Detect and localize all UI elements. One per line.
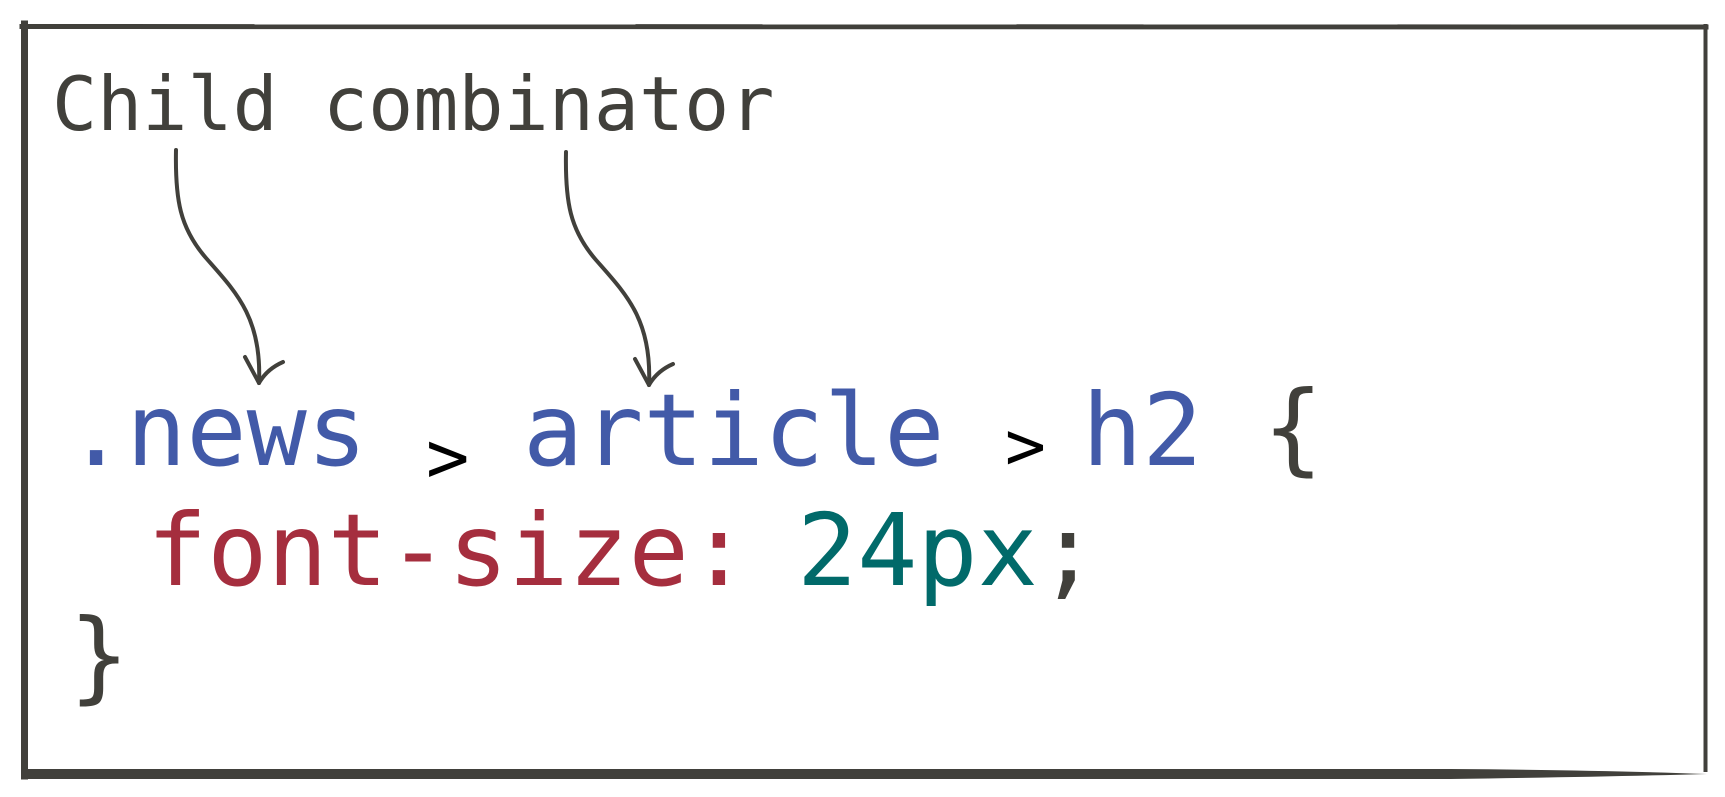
combinator-child-2: > [1005,407,1046,486]
arrow-icon [173,148,285,385]
annotation-label: Child combinator [52,60,774,148]
property-font-size: font-size: [147,492,749,609]
close-brace: } [69,597,129,714]
value-24px: 24px [797,492,1038,609]
semicolon: ; [1038,492,1098,609]
open-brace: { [1263,369,1323,486]
combinator-child-1: > [426,415,469,499]
selector-article: article [523,372,944,489]
selector-news: .news [66,372,367,489]
selector-h2: h2 [1082,372,1202,489]
frame-border [19,20,1709,780]
arrow-icon [563,150,675,387]
